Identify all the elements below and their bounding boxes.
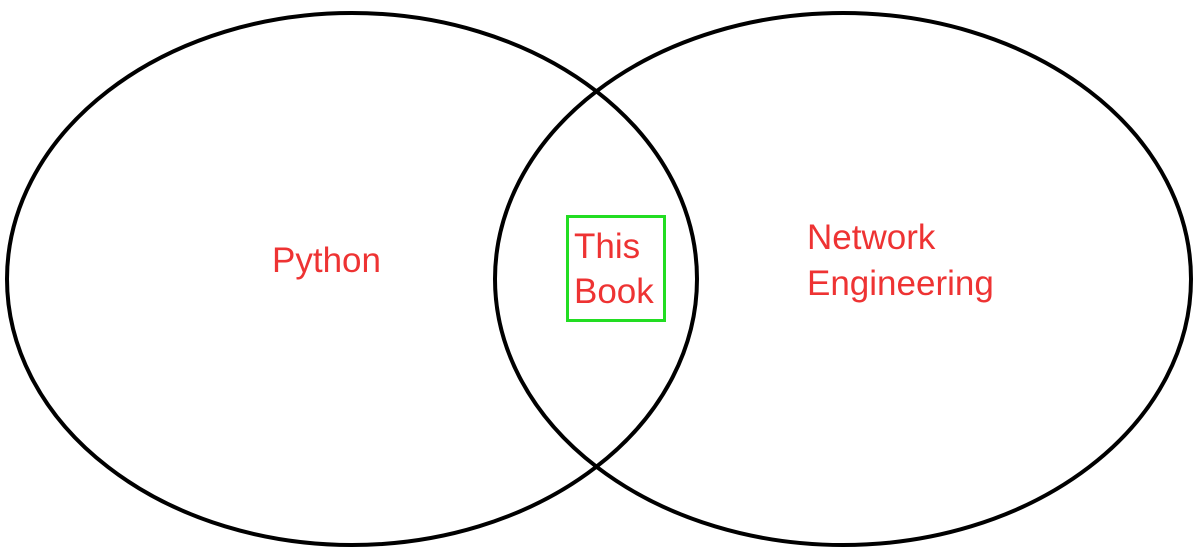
this-book-label-line-2: Book — [574, 272, 654, 311]
python-label: Python — [272, 238, 381, 284]
network-engineering-set-ellipse — [493, 11, 1193, 547]
python-label-text: Python — [272, 241, 381, 280]
this-book-label: This Book — [574, 224, 654, 314]
network-label-line-2: Engineering — [807, 264, 994, 303]
this-book-label-line-1: This — [574, 227, 641, 266]
this-book-highlight-box — [566, 215, 666, 322]
python-set-ellipse — [5, 11, 699, 547]
network-engineering-label: Network Engineering — [807, 215, 994, 307]
network-label-line-1: Network — [807, 218, 936, 257]
